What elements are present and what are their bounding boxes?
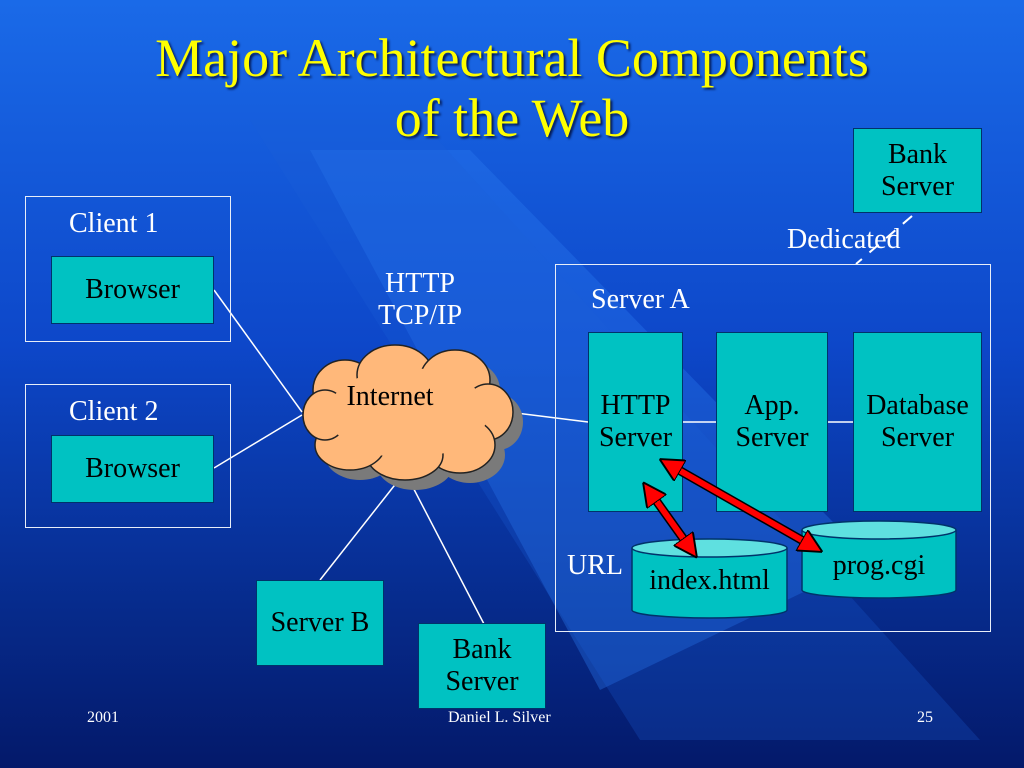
server-b-label: Server B <box>270 607 370 638</box>
bank-server-top-line2: Server <box>880 170 955 202</box>
bank-server-bottom-line1: Bank <box>452 634 512 665</box>
title-line-1: Major Architectural Components <box>155 28 869 88</box>
title-line-2: of the Web <box>394 88 630 148</box>
footer-page-number: 25 <box>917 709 933 726</box>
line-internet-bank <box>404 471 485 625</box>
client-2-browser[interactable]: Browser <box>51 435 214 503</box>
url-label: URL <box>567 550 623 581</box>
server-a-frame <box>555 264 991 632</box>
internet-label: Internet <box>346 381 434 412</box>
client-1-browser-label: Browser <box>85 274 180 305</box>
bank-server-top-line1: Bank <box>887 138 948 170</box>
http-server[interactable]: HTTP Server <box>588 332 683 512</box>
database-server[interactable]: Database Server <box>853 332 982 512</box>
client-1-label: Client 1 <box>69 208 159 239</box>
client-2-label: Client 2 <box>69 396 159 427</box>
app-server-line2: Server <box>735 422 809 453</box>
dedicated-label: Dedicated <box>787 224 901 255</box>
prog-cgi-label: prog.cgi <box>832 550 926 581</box>
client-2-browser-label: Browser <box>85 453 180 484</box>
database-server-line1: Database <box>866 390 969 421</box>
cloud-fill <box>328 368 488 458</box>
client-1-browser[interactable]: Browser <box>51 256 214 324</box>
protocol-tcpip: TCP/IP <box>377 300 463 331</box>
footer-year: 2001 <box>87 709 119 726</box>
footer-author: Daniel L. Silver <box>448 709 551 726</box>
bank-server-bottom[interactable]: Bank Server <box>418 623 546 709</box>
server-b[interactable]: Server B <box>256 580 384 666</box>
line-client1-internet <box>213 289 303 413</box>
arrow-http-cgi <box>670 465 812 546</box>
bank-server-top[interactable]: Bank Server <box>853 128 982 213</box>
app-server-line1: App. <box>744 390 800 421</box>
server-a-label: Server A <box>591 284 690 315</box>
prog-cgi-cylinder <box>801 520 957 599</box>
slide-title: Major Architectural Components of the We… <box>0 28 1024 148</box>
client-2-frame <box>25 384 231 528</box>
database-server-line2: Server <box>880 422 955 453</box>
arrow-http-index <box>650 492 690 548</box>
bank-server-bottom-line2: Server <box>445 666 519 697</box>
line-client2-internet <box>213 414 303 469</box>
protocol-http: HTTP <box>385 268 455 299</box>
http-server-line2: Server <box>598 422 673 453</box>
client-1-frame <box>25 196 231 342</box>
http-server-line1: HTTP <box>600 390 671 421</box>
index-html-label: index.html <box>649 565 770 596</box>
protocol-label: HTTP TCP/IP <box>360 268 480 332</box>
line-internet-serverb <box>319 471 406 581</box>
